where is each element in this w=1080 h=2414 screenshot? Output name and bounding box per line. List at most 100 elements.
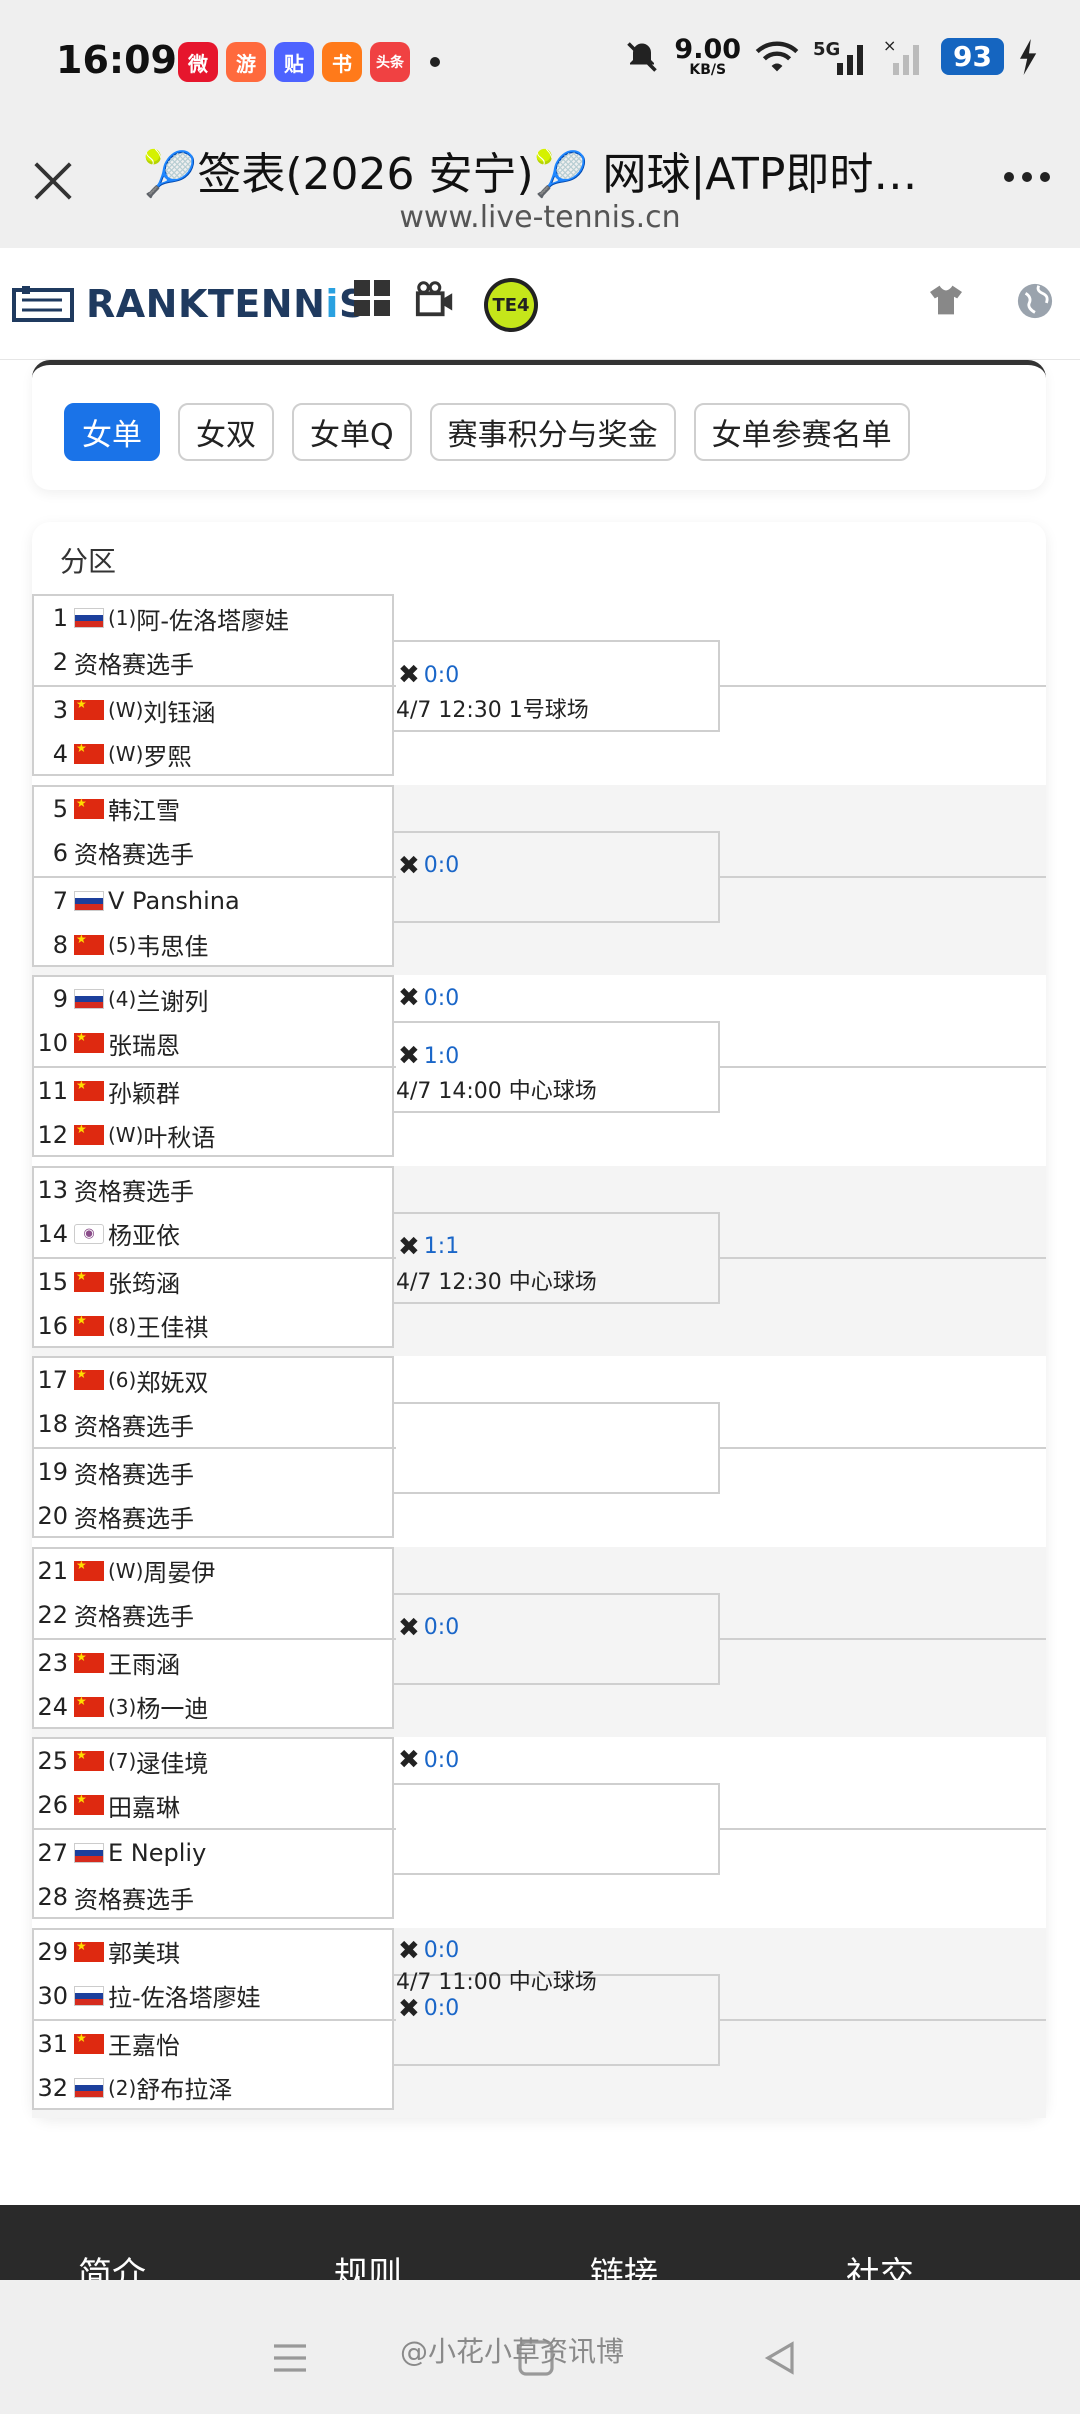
player-row[interactable]: 17(6)郑妩双 (34, 1358, 396, 1402)
player-row[interactable]: 14◉杨亚依 (34, 1212, 396, 1256)
player-row[interactable]: 12(W)叶秋语 (34, 1113, 396, 1157)
draw-position: 27 (37, 1839, 68, 1867)
score-value: 1:1 (423, 1234, 460, 1259)
shirt-icon[interactable] (928, 284, 964, 316)
live-match-icon: ✖ (398, 1231, 420, 1262)
draw-position: 20 (37, 1502, 68, 1530)
draw-bracket: 分区 1(1)阿-佐洛塔廖娃2资格赛选手3(W)刘钰涵4(W)罗熙✖0:04/7… (32, 522, 1046, 2118)
draw-position: 17 (37, 1366, 68, 1394)
player-name: 资格赛选手 (74, 841, 194, 869)
tab-0[interactable]: 女单 (64, 403, 160, 461)
match-score[interactable]: ✖0:0 (398, 1613, 459, 1643)
home-icon[interactable] (516, 2338, 556, 2378)
match-score[interactable]: ✖1:1 (398, 1232, 459, 1262)
tab-3[interactable]: 赛事积分与奖金 (429, 403, 676, 461)
net-speed: 9.00 KB/S (674, 36, 741, 77)
player-row[interactable]: 21(W)周晏伊 (34, 1549, 396, 1593)
score-value: 0:0 (423, 853, 460, 878)
player-row[interactable]: 10张瑞恩 (34, 1021, 396, 1065)
grid-menu-icon[interactable] (352, 278, 392, 318)
tab-4[interactable]: 女单参赛名单 (693, 403, 910, 461)
section-label: 分区 (60, 545, 117, 578)
net-speed-unit: KB/S (689, 62, 727, 78)
ranktennis-logo[interactable]: RANKTENNiS (86, 282, 367, 326)
player-row[interactable]: 26田嘉琳 (34, 1783, 396, 1827)
tab-2[interactable]: 女单Q (292, 403, 412, 461)
flag-china-icon (74, 1792, 104, 1815)
player-row[interactable]: 16(8)王佳祺 (34, 1304, 396, 1348)
player-row[interactable]: 32(2)舒布拉泽 (34, 2066, 396, 2110)
match-score[interactable]: ✖0:0 (398, 1936, 459, 1966)
back-icon[interactable] (760, 2338, 800, 2378)
pair-divider (34, 2018, 396, 2021)
te4-logo-icon[interactable]: TE4 (484, 278, 538, 332)
player-row[interactable]: 8(5)韦思佳 (34, 923, 396, 967)
tab-1[interactable]: 女双 (178, 403, 274, 461)
close-icon[interactable] (30, 158, 76, 204)
flag-russia-icon (74, 1985, 104, 2006)
live-match-icon: ✖ (398, 983, 420, 1013)
player-name: 兰谢列 (136, 987, 209, 1016)
player-name: 王嘉怡 (108, 2032, 180, 2060)
player-name: 逯佳境 (136, 1749, 209, 1778)
score-value: 0:0 (423, 985, 460, 1011)
player-seed: (4) (108, 987, 137, 1011)
globe-icon[interactable] (1016, 282, 1054, 320)
video-icon[interactable] (414, 278, 456, 320)
player-row[interactable]: 15张筠涵 (34, 1260, 396, 1304)
player-row[interactable]: 9(4)兰谢列 (34, 977, 396, 1021)
player-row[interactable]: 5韩江雪 (34, 787, 396, 831)
draw-position: 6 (52, 838, 68, 867)
match-score[interactable]: ✖0:0 (398, 1994, 459, 2024)
player-row[interactable]: 23王雨涵 (34, 1641, 396, 1685)
score-value: 1:0 (423, 1043, 460, 1069)
player-name: 资格赛选手 (74, 1885, 194, 1914)
player-row[interactable]: 25(7)逯佳境 (34, 1739, 396, 1783)
pair-divider (34, 875, 396, 878)
draw-position: 30 (37, 1981, 68, 2010)
recent-apps-icon[interactable] (270, 2338, 310, 2378)
player-row[interactable]: 31王嘉怡 (34, 2022, 396, 2066)
match-score[interactable]: ✖0:0 (398, 660, 459, 690)
draw-position: 15 (37, 1267, 68, 1296)
player-row[interactable]: 1(1)阿-佐洛塔廖娃 (34, 596, 396, 640)
flag-china-icon (74, 1367, 104, 1390)
player-row[interactable]: 4(W)罗熙 (34, 732, 396, 776)
watermark: @小花小草资讯博 (400, 2335, 625, 2368)
flag-china-icon (74, 796, 104, 819)
ranktennis-logo-icon[interactable] (12, 284, 74, 324)
match-score[interactable]: ✖0:0 (398, 851, 459, 881)
player-seed: (1) (108, 606, 137, 630)
match-score[interactable]: ✖0:0 (398, 983, 459, 1013)
more-menu-icon[interactable] (1004, 172, 1050, 182)
player-name: 孙颖群 (108, 1079, 180, 1108)
player-name: 王雨涵 (108, 1651, 180, 1679)
page-url: www.live-tennis.cn (399, 200, 681, 235)
player-row[interactable]: 29郭美琪 (34, 1930, 396, 1974)
round2-slot (394, 640, 720, 732)
player-row[interactable]: 11孙颖群 (34, 1069, 396, 1113)
player-name: 杨一迪 (136, 1695, 209, 1723)
status-right: 9.00 KB/S 5G × 93 (624, 36, 1040, 77)
score-value: 0:0 (423, 1996, 460, 2021)
player-row[interactable]: 3(W)刘钰涵 (34, 688, 396, 732)
player-seed: (2) (108, 2075, 137, 2100)
match-score[interactable]: ✖1:0 (398, 1041, 459, 1071)
player-row[interactable]: 24(3)杨一迪 (34, 1685, 396, 1729)
match-score[interactable]: ✖0:0 (398, 1745, 459, 1775)
